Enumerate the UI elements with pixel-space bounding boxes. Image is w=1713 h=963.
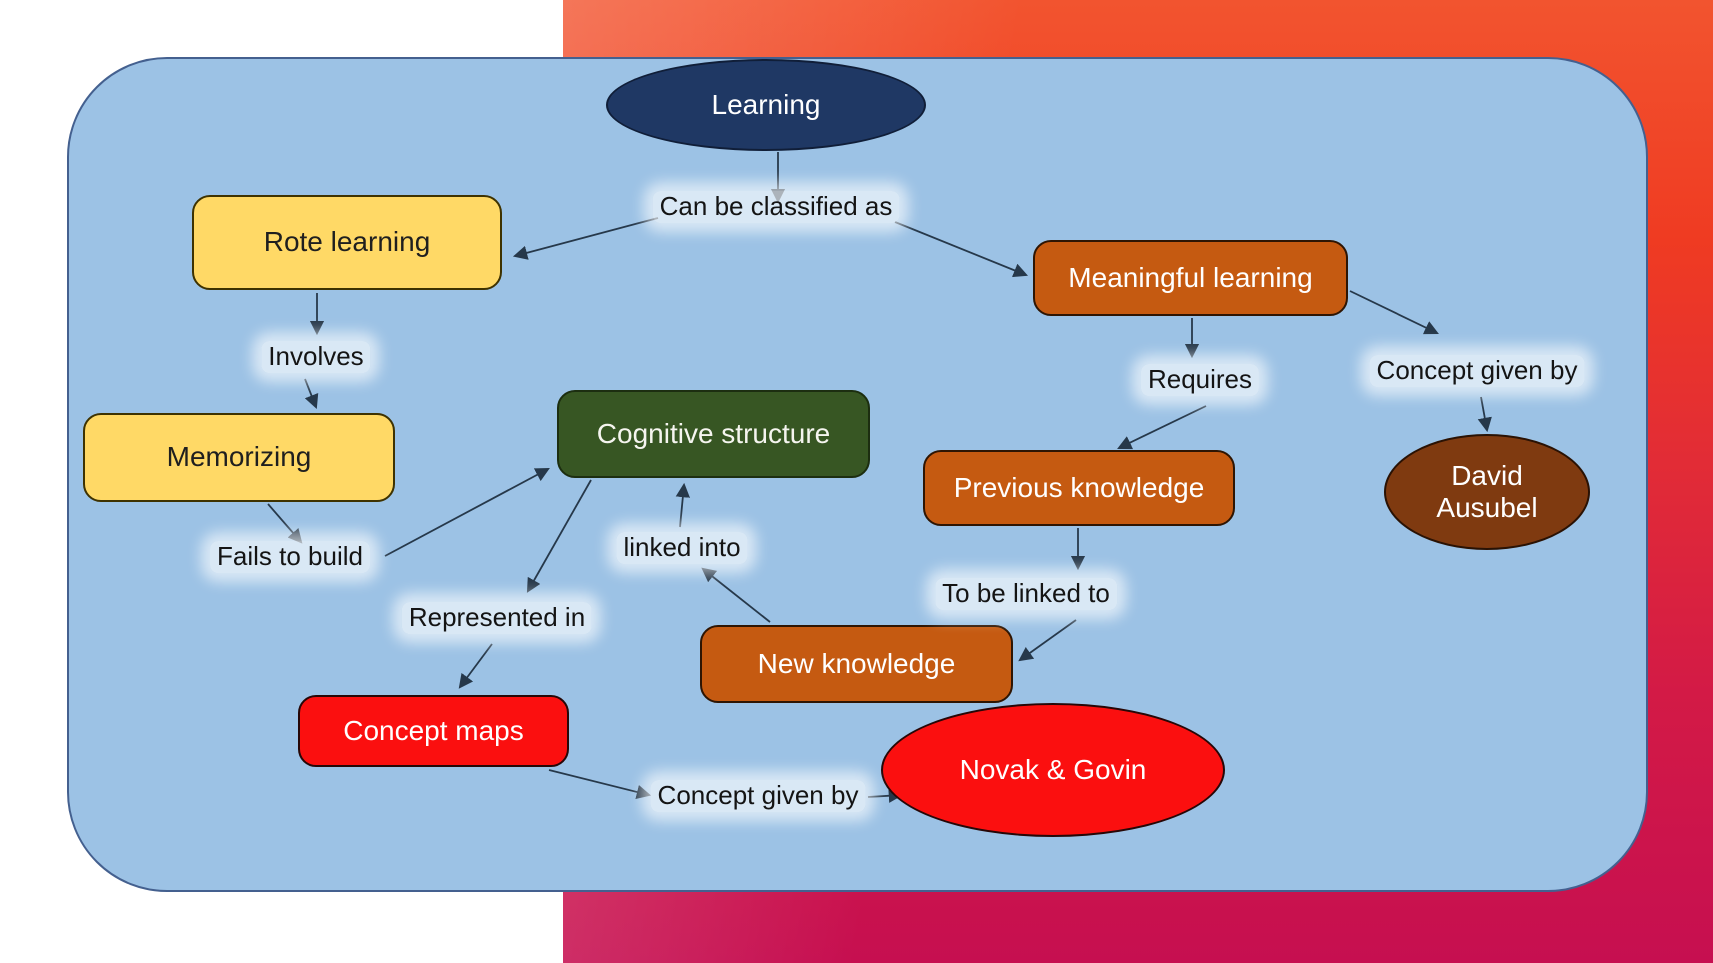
node-learning: Learning — [606, 59, 926, 151]
edge-label-concept-given-by-right: Concept given by — [1369, 355, 1585, 387]
edge-label-represented-in: Represented in — [401, 602, 593, 634]
node-previous-knowledge: Previous knowledge — [923, 450, 1235, 526]
node-meaningful-learning: Meaningful learning — [1033, 240, 1348, 316]
edge-label-to-be-linked-to: To be linked to — [935, 578, 1117, 610]
edge-label-involves: Involves — [261, 341, 371, 373]
node-memorizing: Memorizing — [83, 413, 395, 502]
node-novak-govin: Novak & Govin — [881, 703, 1225, 837]
edge-label-can-be-classified-as: Can be classified as — [652, 191, 900, 223]
edge-label-requires: Requires — [1140, 364, 1260, 396]
node-david-ausubel: David Ausubel — [1384, 434, 1590, 550]
node-concept-maps: Concept maps — [298, 695, 569, 767]
node-new-knowledge: New knowledge — [700, 625, 1013, 703]
node-cognitive-structure: Cognitive structure — [557, 390, 870, 478]
edge-label-concept-given-by-bottom: Concept given by — [650, 780, 866, 812]
edge-label-fails-to-build: Fails to build — [210, 541, 370, 573]
edge-label-linked-into: linked into — [616, 532, 748, 564]
node-rote-learning: Rote learning — [192, 195, 502, 290]
